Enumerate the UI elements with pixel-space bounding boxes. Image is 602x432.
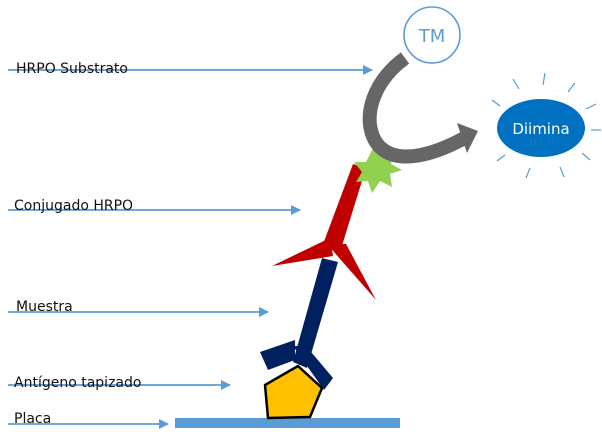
label-conjugate: Conjugado HRPO [14,198,133,214]
reaction-arrow [362,52,478,164]
conjugate-antibody [272,164,376,300]
tm-node: TM [403,6,461,64]
antigen-pentagon [263,364,324,420]
tm-label: TM [418,26,446,47]
label-substrate: HRPO Substrato [16,61,128,77]
diimina-label: Diimina [512,120,569,138]
plate-bar [175,418,400,428]
pointer-arrows [8,65,373,429]
label-antigen: Antígeno tapizado [14,375,141,391]
label-plate: Placa [14,411,51,427]
diimina-rays [491,72,601,179]
label-sample: Muestra [16,299,73,315]
diimina-node: Diimina [491,72,601,179]
sample-antibody [260,252,342,390]
